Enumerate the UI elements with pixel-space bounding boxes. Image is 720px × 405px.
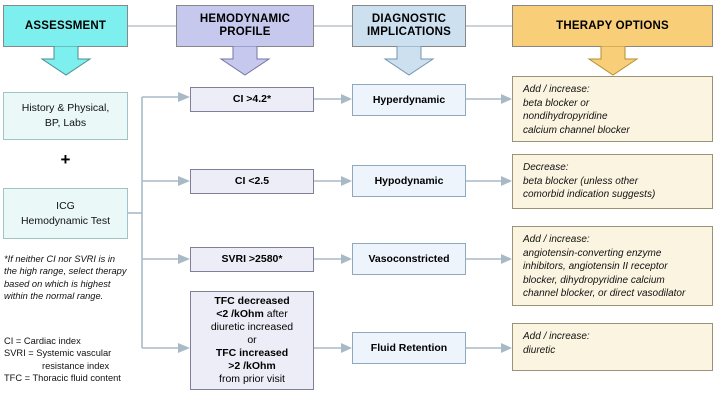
diagnosis-box-fluid-retention: Fluid Retention: [352, 332, 466, 364]
footnote-line-4: within the normal range.: [4, 291, 104, 302]
diagnosis-box-hypodynamic: Hypodynamic: [352, 165, 466, 197]
profile-ci-low-text: CI <2.5: [234, 175, 270, 187]
therapy-1-line-3: nondihydropyridine: [523, 111, 608, 122]
header-diagnostic-line2: IMPLICATIONS: [367, 26, 451, 38]
therapy-box-hypodynamic: Decrease: beta blocker (unless other com…: [512, 154, 713, 209]
assessment-icg-line2: Hemodynamic Test: [20, 214, 111, 227]
profile-tfc-line-6: >2 /kOhm: [228, 360, 276, 372]
profile-svri-high-text: SVRI >2580*: [221, 253, 283, 265]
diagnosis-fluid-retention-label: Fluid Retention: [370, 342, 448, 354]
diagnosis-box-hyperdynamic: Hyperdynamic: [352, 84, 466, 116]
header-therapy-options: THERAPY OPTIONS: [512, 5, 713, 47]
therapy-2-line-2: beta blocker (unless other: [523, 175, 639, 187]
footnote-line-3: based on which is highest: [4, 278, 111, 289]
diagnosis-hyperdynamic-label: Hyperdynamic: [372, 94, 446, 106]
footnote-legend: CI = Cardiac index SVRI = Systemic vascu…: [4, 335, 144, 385]
header-therapy-label: THERAPY OPTIONS: [556, 19, 669, 32]
therapy-3-line-4: blocker, dihydropyridine calcium: [523, 274, 665, 286]
therapy-box-vasoconstricted: Add / increase: angiotensin-converting e…: [512, 226, 713, 306]
footnote-asterisk: *If neither CI nor SVRI is in the high r…: [4, 253, 134, 303]
branch-4-arrowhead: [178, 343, 190, 353]
therapy-1-line-1: Add / increase:: [523, 84, 590, 95]
header-assessment: ASSESSMENT: [3, 5, 128, 47]
profile-box-svri-high: SVRI >2580*: [190, 247, 314, 272]
legend-line-svri: SVRI = Systemic vascular: [4, 348, 112, 359]
therapy-2-line-1: Decrease:: [523, 162, 569, 173]
therapy-box-hyperdynamic: Add / increase: beta blocker or nondihyd…: [512, 76, 713, 142]
profile-ci-high-text: CI >4.2*: [232, 93, 272, 105]
branch-1-arrowhead: [178, 92, 190, 102]
header-diagnostic-line1: DIAGNOSTIC: [371, 13, 447, 25]
header-hemodynamic-line1: HEMODYNAMIC: [199, 13, 291, 25]
therapy-1-line-2: beta blocker or: [523, 97, 590, 109]
profile-tfc-line-5: TFC increased: [215, 347, 289, 359]
profile-box-tfc: TFC decreased <2 /kOhm after diuretic in…: [190, 291, 314, 390]
therapy-3-line-2: angiotensin-converting enzyme: [523, 247, 662, 259]
footnote-line-2: the high range, select therapy: [4, 266, 127, 277]
diagnosis-box-vasoconstricted: Vasoconstricted: [352, 243, 466, 275]
profile-tfc-line-2-suffix: after: [263, 308, 288, 320]
arrow-down-therapy: [587, 46, 639, 76]
profile-tfc-line-3: diuretic increased: [210, 321, 294, 333]
profile-tfc-line-1: TFC decreased: [214, 295, 290, 307]
assessment-icg-line1: ICG: [56, 199, 75, 212]
assessment-card-history: History & Physical, BP, Labs: [3, 92, 128, 140]
assessment-card-icg: ICG Hemodynamic Test: [3, 188, 128, 239]
header-diagnostic-implications: DIAGNOSTIC IMPLICATIONS: [352, 5, 466, 47]
assessment-plus-sign: +: [3, 150, 128, 170]
header-assessment-label: ASSESSMENT: [24, 19, 107, 32]
therapy-3-line-1: Add / increase:: [523, 234, 590, 245]
profile-tfc-line-4: or: [247, 334, 257, 346]
profile-tfc-line-2: <2 /kOhm: [216, 308, 264, 320]
header-hemodynamic-profile: HEMODYNAMIC PROFILE: [176, 5, 314, 47]
profile-box-ci-high: CI >4.2*: [190, 87, 314, 112]
therapy-1-line-4: calcium channel blocker: [523, 124, 630, 136]
legend-line-svri-cont: resistance index: [42, 360, 110, 371]
header-hemodynamic-line2: PROFILE: [219, 26, 271, 38]
branch-2-arrowhead: [178, 176, 190, 186]
arrow-down-hemodynamic: [219, 46, 271, 76]
footnote-line-1: *If neither CI nor SVRI is in: [4, 254, 116, 264]
profile-tfc-line-7: from prior visit: [219, 373, 285, 385]
plus-glyph: +: [60, 150, 71, 169]
therapy-3-line-3: inhibitors, angiotensin II receptor: [523, 261, 668, 272]
diagnosis-hypodynamic-label: Hypodynamic: [374, 175, 444, 187]
therapy-4-line-2: diuretic: [523, 344, 556, 356]
arrow-down-diagnostic: [383, 46, 435, 76]
arrow-down-assessment: [40, 46, 92, 76]
therapy-4-line-1: Add / increase:: [523, 331, 590, 342]
therapy-box-fluid-retention: Add / increase: diuretic: [512, 323, 713, 371]
diagnosis-vasoconstricted-label: Vasoconstricted: [368, 253, 450, 265]
assessment-history-line2: BP, Labs: [44, 117, 87, 129]
branch-3-arrowhead: [178, 254, 190, 264]
profile-box-ci-low: CI <2.5: [190, 169, 314, 194]
legend-line-ci: CI = Cardiac index: [4, 336, 81, 346]
assessment-history-line1: History & Physical,: [21, 102, 110, 114]
legend-line-tfc: TFC = Thoracic fluid content: [4, 373, 121, 384]
therapy-2-line-3: comorbid indication suggests): [523, 189, 656, 200]
therapy-3-line-5: channel blocker, or direct vasodilator: [523, 288, 686, 299]
